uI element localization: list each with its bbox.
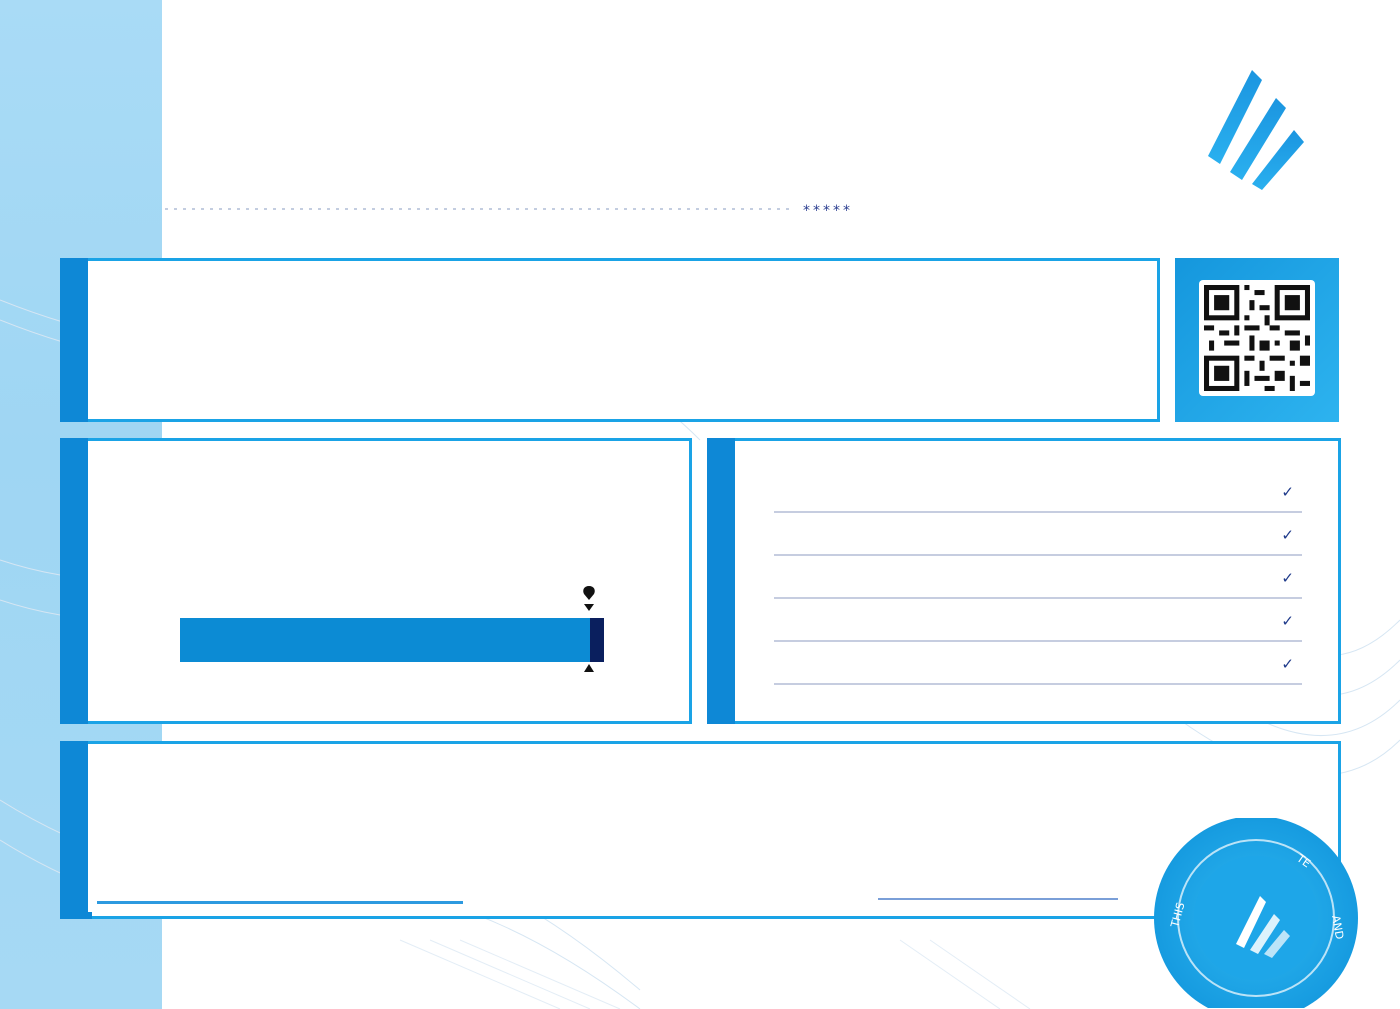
qr-code-icon [1199,280,1315,396]
recipient-panel [60,258,1160,422]
checklist-item: ✓ [774,606,1302,642]
certification-seal-icon: THIS TE AND [1154,818,1358,1008]
progress-bar [180,618,604,662]
progress-marker-bottom-icon [584,664,594,672]
progress-panel [60,438,692,724]
checklist-item-line [774,511,1302,513]
checklist-item-line [774,597,1302,599]
checkmark-icon: ✓ [1281,655,1294,673]
checklist-item: ✓ [774,520,1302,556]
checklist-item: ✓ [774,563,1302,599]
bottom-accent-strip [60,912,92,919]
header-stars: ***** [803,203,853,219]
panel-accent-bar [60,258,88,422]
signature-panel [60,741,1341,919]
qr-code-frame [1175,258,1339,422]
panel-accent-bar [707,438,735,724]
progress-marker-icon [583,586,595,611]
checklist-item-line [774,683,1302,685]
signature-line-left [97,901,463,904]
checklist-item-line [774,640,1302,642]
checklist-item: ✓ [774,649,1302,685]
seal-text-right: AND [1329,914,1346,940]
checklist-item: ✓ [774,477,1302,513]
checkmark-icon: ✓ [1281,483,1294,501]
checklist-item-line [774,554,1302,556]
progress-bar-end [590,618,604,662]
checklist-panel: ✓ ✓ ✓ ✓ ✓ [707,438,1341,724]
panel-accent-bar [60,438,88,724]
stripes-logo-icon [1208,70,1304,190]
panel-accent-bar [60,741,88,919]
checkmark-icon: ✓ [1281,569,1294,587]
checkmark-icon: ✓ [1281,526,1294,544]
signature-line-right [878,898,1118,900]
header-dotted-line [165,208,795,210]
checkmark-icon: ✓ [1281,612,1294,630]
